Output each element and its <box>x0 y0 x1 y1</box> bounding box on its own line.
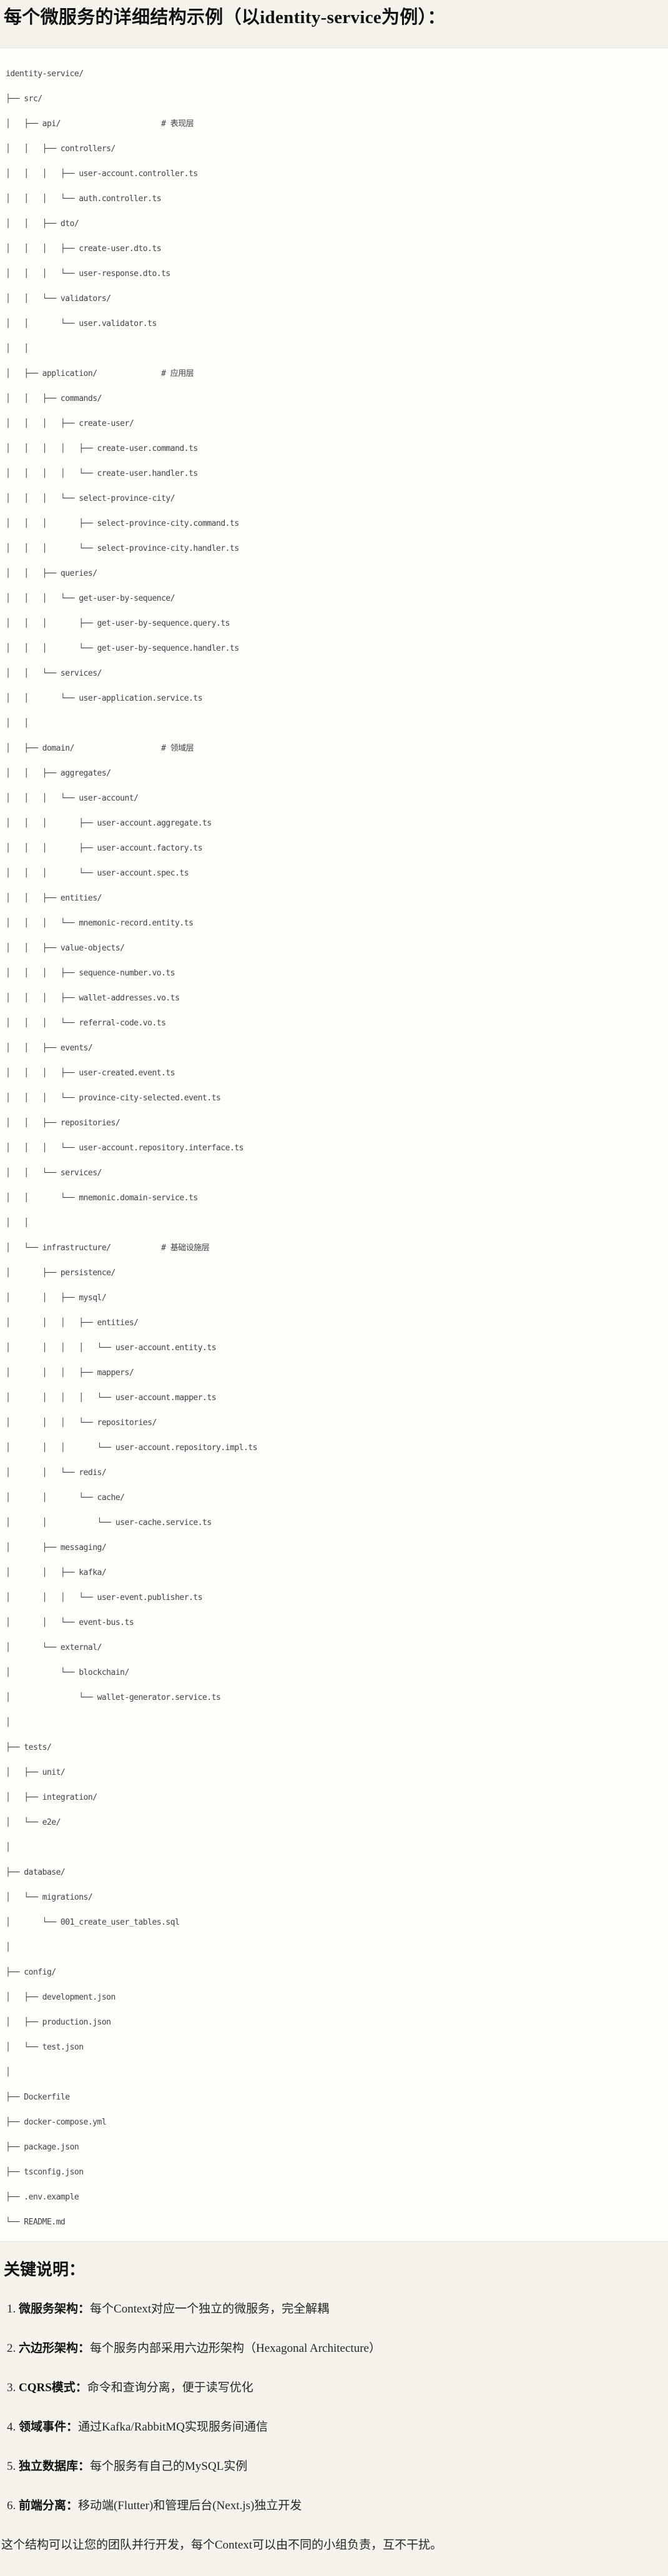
note-item-text: 每个服务内部采用六边形架构（Hexagonal Architecture） <box>90 2342 381 2355</box>
note-item-text: 每个Context对应一个独立的微服务，完全解耦 <box>90 2302 330 2316</box>
code-block: identity-service/ ├── src/ │ ├── api/ # … <box>0 47 668 2242</box>
notes-section: 关键说明： 微服务架构：每个Context对应一个独立的微服务，完全解耦 六边形… <box>0 2258 668 2554</box>
closing-paragraph: 这个结构可以让您的团队并行开发，每个Context可以由不同的小组负责，互不干扰… <box>1 2539 443 2552</box>
note-item-label: 独立数据库： <box>19 2460 91 2473</box>
page: { "page": { "title": "每个微服务的详细结构示例（以iden… <box>0 5 668 2576</box>
note-item-text: 每个服务有自己的MySQL实例 <box>90 2460 248 2473</box>
note-item: 六边形架构：每个服务内部采用六边形架构（Hexagonal Architectu… <box>19 2341 668 2357</box>
note-item-label: 前端分离： <box>19 2499 79 2512</box>
note-item-text: 通过Kafka/RabbitMQ实现服务间通信 <box>78 2421 268 2434</box>
directory-tree: identity-service/ ├── src/ │ ├── api/ # … <box>6 69 257 2227</box>
note-item-label: CQRS模式： <box>19 2381 87 2394</box>
note-item-label: 微服务架构： <box>19 2302 91 2316</box>
note-item-text: 命令和查询分离，便于读写优化 <box>87 2381 253 2394</box>
note-item: 前端分离：移动端(Flutter)和管理后台(Next.js)独立开发 <box>19 2498 668 2514</box>
note-item-label: 六边形架构： <box>19 2342 91 2355</box>
note-item-text: 移动端(Flutter)和管理后台(Next.js)独立开发 <box>78 2499 302 2512</box>
note-item: 领域事件：通过Kafka/RabbitMQ实现服务间通信 <box>19 2419 668 2435</box>
notes-list: 微服务架构：每个Context对应一个独立的微服务，完全解耦 六边形架构：每个服… <box>0 2301 668 2514</box>
note-item: 微服务架构：每个Context对应一个独立的微服务，完全解耦 <box>19 2301 668 2317</box>
page-title: 每个微服务的详细结构示例（以identity-service为例）： <box>4 7 446 27</box>
note-item: 独立数据库：每个服务有自己的MySQL实例 <box>19 2459 668 2475</box>
note-item-label: 领域事件： <box>19 2421 79 2434</box>
note-item: CQRS模式：命令和查询分离，便于读写优化 <box>19 2380 668 2396</box>
notes-heading: 关键说明： <box>4 2261 86 2279</box>
